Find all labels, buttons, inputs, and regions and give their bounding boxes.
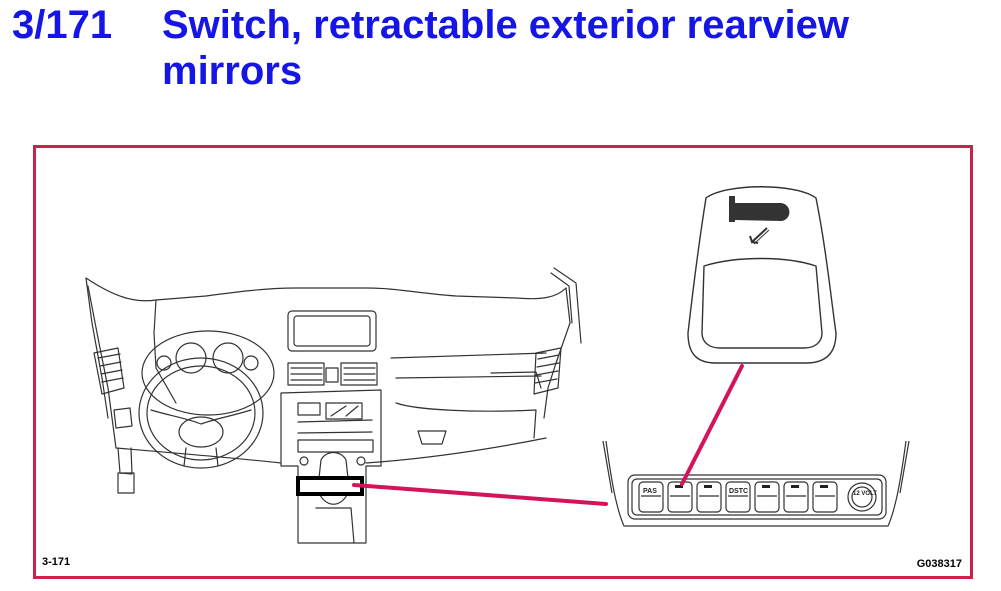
left-air-vent (93, 347, 125, 395)
light-switch (113, 407, 133, 429)
switch-symbols: PAS DSTC 12 VOLT (643, 485, 877, 497)
section-number: 3/171 (12, 3, 113, 47)
center-vents (287, 362, 378, 386)
figure-number-label: 3-171 (42, 556, 71, 568)
leader-lines (352, 364, 744, 506)
a-pillar (553, 267, 582, 344)
center-stack (280, 389, 382, 544)
right-air-vent (533, 347, 562, 395)
center-display (287, 310, 377, 352)
dashboard-diagram: PAS DSTC 12 VOLT (85, 186, 910, 544)
page-title: Switch, retractable exterior rearview mi… (162, 3, 849, 93)
pas-switch-label: PAS (643, 488, 657, 495)
pedal (117, 447, 135, 494)
switch-buttons (638, 481, 877, 513)
switch-panel-detail (602, 440, 910, 527)
steering-wheel (138, 357, 264, 469)
dashboard-outline (85, 277, 571, 464)
figure-code-label: G038317 (916, 558, 962, 570)
mirror-switch-detail (687, 186, 837, 364)
instrument-cluster (141, 330, 275, 416)
glovebox (395, 371, 542, 445)
diagram-frame: PAS DSTC 12 VOLT 3-171 G038317 (33, 145, 973, 579)
dstc-switch-label: DSTC (729, 488, 748, 495)
retract-mirror-icon (729, 196, 790, 245)
12-volt-outlet-label: 12 VOLT (853, 491, 877, 497)
